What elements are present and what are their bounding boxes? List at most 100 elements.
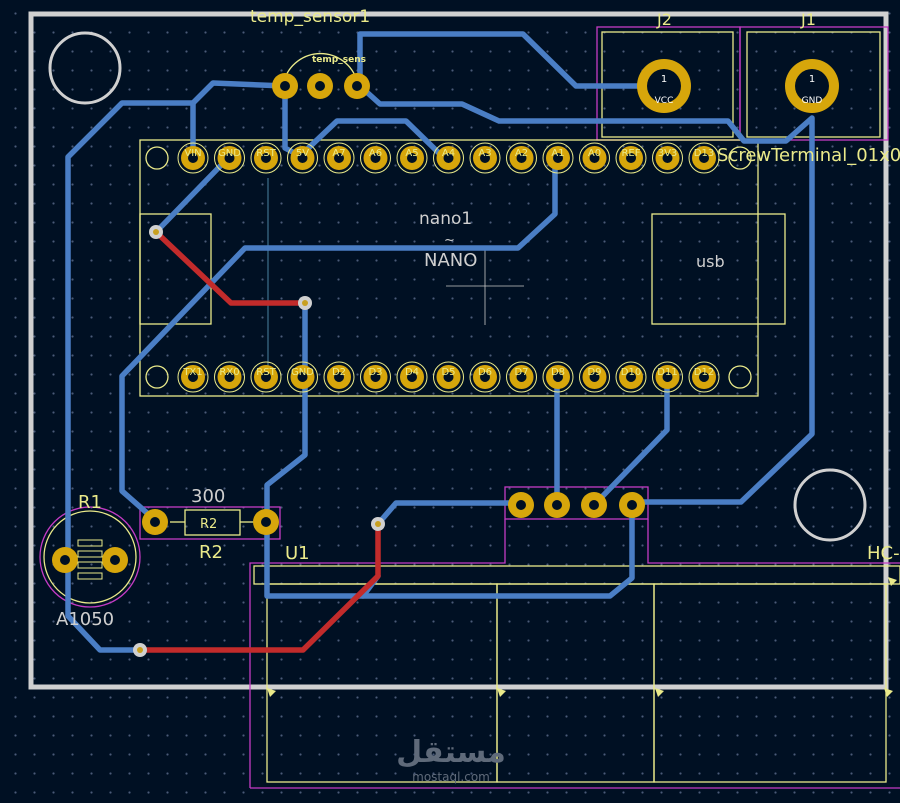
- r2-ref: R2: [199, 542, 223, 563]
- nano-pin-tx1[interactable]: TX1: [177, 361, 209, 393]
- nano-pin-label: A7: [332, 148, 345, 159]
- nano-pin-d2[interactable]: D2: [323, 361, 355, 393]
- nano-pin-a0[interactable]: A0: [579, 142, 610, 174]
- nano-pin-d13[interactable]: D13: [688, 142, 720, 174]
- nano-pin-label: VIN: [184, 148, 201, 159]
- nano-bottom-header: TX1 RX0 RST GND D2 D3 D4 D5 D6 D7 D8 D9 D10 D11 D12: [177, 361, 720, 393]
- u1-ref: U1: [285, 543, 310, 564]
- courtyard-hc-module: [647, 519, 900, 564]
- nano-pin-label: A3: [478, 148, 491, 159]
- nano-pin-ref[interactable]: REF: [615, 142, 647, 174]
- nano-pin-label: D13: [694, 148, 714, 159]
- nano-pin-d7[interactable]: D7: [506, 361, 537, 393]
- mounting-hole-top-left: [48, 31, 122, 105]
- nano-pin-label: D7: [514, 367, 528, 378]
- temp-sensor-pads[interactable]: [272, 73, 370, 99]
- nano-pin-label: 3V3: [658, 148, 678, 159]
- watermark-latin: mostaql.com: [412, 770, 490, 784]
- nano-pin-label: RST: [256, 367, 276, 378]
- nano-pin-label: A5: [405, 148, 418, 159]
- nano-pin-d3[interactable]: D3: [360, 361, 391, 393]
- nano-pin-a1[interactable]: A1: [542, 142, 574, 174]
- nano-pin-label: GND: [291, 367, 314, 378]
- nano-pin-rst[interactable]: RST: [250, 361, 282, 393]
- screw-terminal-label: ScrewTerminal_01x02: [717, 145, 900, 166]
- nano-pin-label: D10: [621, 367, 641, 378]
- nano-pin-5v[interactable]: 5V: [287, 142, 318, 174]
- temp-sensor-silk: temp_sens: [312, 55, 366, 65]
- nano-pin-a5[interactable]: A5: [396, 142, 428, 174]
- j2-pad[interactable]: [637, 59, 691, 113]
- nano-pin-label: D9: [587, 367, 601, 378]
- nano-pin-label: GND: [218, 148, 241, 159]
- nano-pin-a3[interactable]: A3: [469, 142, 501, 174]
- nano-pin-d8[interactable]: D8: [542, 361, 574, 393]
- nano-ref: nano1: [419, 209, 472, 229]
- nano-pin-label: D4: [405, 367, 419, 378]
- nano-pin-a7[interactable]: A7: [323, 142, 355, 174]
- nano-mount-hole: [728, 365, 752, 389]
- nano-pin-rst[interactable]: RST: [250, 142, 282, 174]
- nano-pin-label: D8: [551, 367, 565, 378]
- mounting-hole-bottom-right: [793, 468, 867, 542]
- nano-pin-label: RST: [256, 148, 276, 159]
- nano-pin-rx0[interactable]: RX0: [214, 361, 245, 393]
- j1-ref: J1: [800, 10, 816, 29]
- nano-pin-gnd[interactable]: GND: [214, 142, 245, 174]
- hc-module-header: [253, 565, 900, 585]
- top-layer-tracks: [65, 31, 815, 653]
- nano-pin-gnd[interactable]: GND: [287, 361, 318, 393]
- temp-sensor-outline: [283, 52, 358, 82]
- nano-pin-label: D11: [657, 367, 677, 378]
- r1-pads[interactable]: [52, 539, 128, 580]
- usb-outline: [651, 213, 786, 325]
- nano-pin-label: D12: [694, 367, 714, 378]
- hc-connector-pads[interactable]: [508, 492, 645, 518]
- nano-pin-label: A1: [551, 148, 564, 159]
- j2-ref: J2: [656, 10, 672, 29]
- nano-top-header: VIN GND RST 5V A7 A6 A5 A4 A3 A2 A1 A0 REF 3V3 D13: [177, 142, 720, 174]
- nano-mount-hole: [145, 365, 169, 389]
- nano-pin-d12[interactable]: D12: [688, 361, 720, 393]
- track-vcc: [357, 31, 667, 89]
- nano-pin-label: A0: [588, 148, 601, 159]
- origin-crosshair: [446, 247, 524, 325]
- j2-pad-name: VCC: [655, 96, 674, 106]
- nano-pin-3v3[interactable]: 3V3: [652, 142, 683, 174]
- nano-pin-d5[interactable]: D5: [433, 361, 464, 393]
- r1-ref: R1: [78, 492, 102, 513]
- courtyards: [39, 26, 900, 789]
- nano-pin-d11[interactable]: D11: [652, 361, 683, 393]
- nano-pin-label: A4: [442, 148, 455, 159]
- r2-value: 300: [191, 486, 225, 507]
- nano-pin-vin[interactable]: VIN: [177, 142, 209, 174]
- nano-pin-label: RX0: [219, 367, 239, 378]
- nano-pin-d6[interactable]: D6: [469, 361, 501, 393]
- temp-sensor-ref: temp_sensor1: [250, 7, 370, 27]
- nano-pin-label: A2: [515, 148, 528, 159]
- nano-pin-d4[interactable]: D4: [396, 361, 428, 393]
- bottom-layer-tracks: [137, 229, 381, 653]
- nano-pin-label: D2: [332, 367, 346, 378]
- courtyard-r2: [139, 506, 281, 540]
- nano-pin-d9[interactable]: D9: [579, 361, 610, 393]
- watermark-arabic: مستقل: [396, 735, 506, 770]
- nano-pin-label: D3: [368, 367, 382, 378]
- r2-body-label: R2: [200, 517, 217, 532]
- nano-mount-hole: [728, 146, 752, 170]
- nano-value: NANO: [424, 250, 477, 271]
- j1-pad[interactable]: [785, 59, 839, 113]
- nano-pin-a6[interactable]: A6: [360, 142, 391, 174]
- usb-label: usb: [696, 252, 725, 271]
- vias: [133, 225, 385, 657]
- j2-pad-number: 1: [661, 74, 667, 85]
- board-edge-outline: [28, 11, 889, 690]
- r2-pads[interactable]: [142, 509, 279, 535]
- nano-pin-label: D6: [478, 367, 492, 378]
- nano-pin-a2[interactable]: A2: [506, 142, 537, 174]
- nano-pin-d10[interactable]: D10: [615, 361, 647, 393]
- nano-pin-a4[interactable]: A4: [433, 142, 464, 174]
- r1-value: A1050: [56, 609, 114, 630]
